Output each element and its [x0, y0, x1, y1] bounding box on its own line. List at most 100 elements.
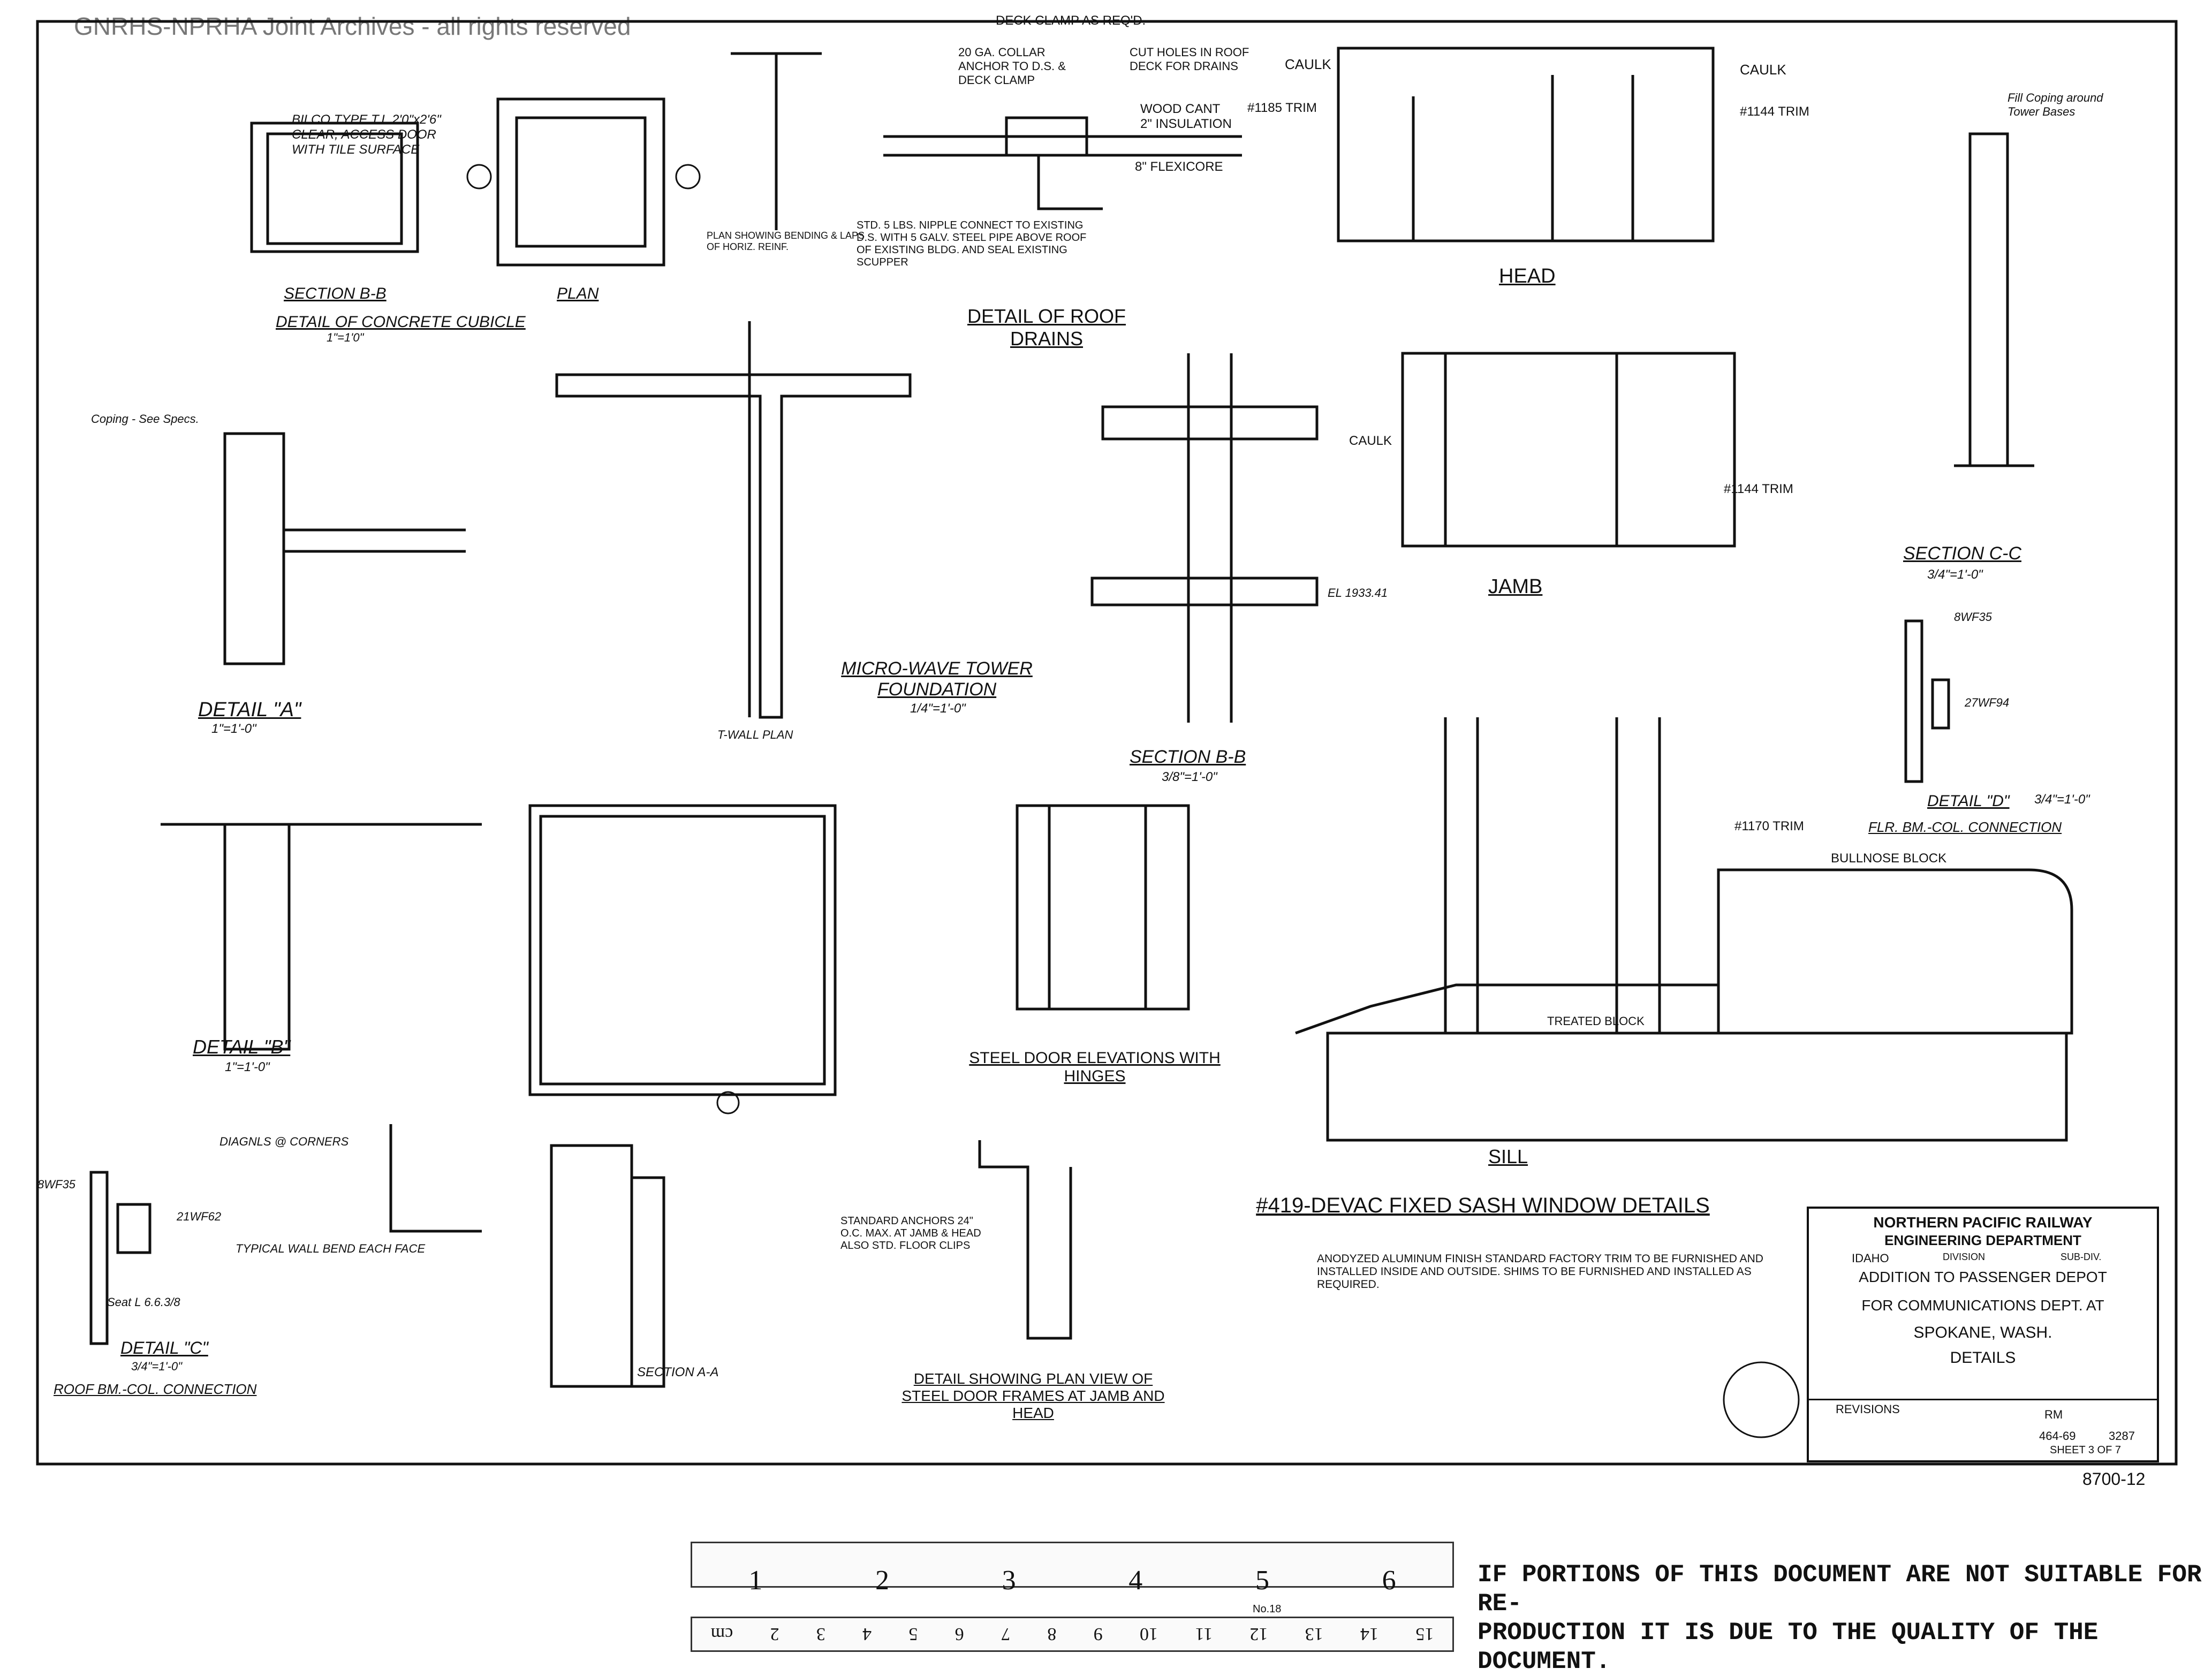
section-marker-b-right — [675, 164, 701, 189]
revisions-label: REVISIONS — [1836, 1402, 1900, 1416]
detail-b-label: DETAIL "B" — [193, 1036, 291, 1058]
cubicle-plan-inner — [515, 116, 647, 248]
title-block: NORTHERN PACIFIC RAILWAY ENGINEERING DEP… — [1807, 1207, 2159, 1462]
trim-1144-jamb-label: #1144 TRIM — [1724, 482, 1793, 496]
microwave-scale: 1/4"=1'-0" — [910, 701, 966, 716]
notice-line-2: PRODUCTION IT IS DUE TO THE QUALITY OF T… — [1478, 1619, 2099, 1675]
roof-drains-title: DETAIL OF ROOF DRAINS — [967, 305, 1126, 350]
cut-holes-label: CUT HOLES IN ROOF DECK FOR DRAINS — [1130, 45, 1249, 73]
caulk-jamb-label: CAULK — [1349, 434, 1392, 448]
wood-cant-label: WOOD CANT — [1140, 102, 1221, 116]
detail-d-scale: 3/4"=1'-0" — [2034, 792, 2090, 807]
notice-line-1: IF PORTIONS OF THIS DOCUMENT ARE NOT SUI… — [1478, 1561, 2202, 1618]
steel-door-elevations-title: STEEL DOOR ELEVATIONS WITH HINGES — [969, 1049, 1221, 1085]
microwave-title: MICRO-WAVE TOWER FOUNDATION — [841, 658, 1033, 700]
door-frames-title: DETAIL SHOWING PLAN VIEW OF STEEL DOOR F… — [902, 1370, 1165, 1421]
seat-label: Seat L 6.6.3/8 — [107, 1295, 180, 1309]
standard-anchors-note: STANDARD ANCHORS 24" O.C. MAX. AT JAMB &… — [840, 1215, 981, 1252]
title-line-2: FOR COMMUNICATIONS DEPT. AT — [1861, 1297, 2104, 1314]
bilco-note: BILCO TYPE T.I. 2'0"x2'6" CLEAR, ACCESS … — [292, 112, 441, 157]
engineer-seal — [1723, 1361, 1800, 1438]
insulation-label: 2" INSULATION — [1140, 117, 1232, 131]
treated-block-label: TREATED BLOCK — [1547, 1014, 1645, 1028]
section-marker-b-left — [466, 164, 492, 189]
cubicle-plan-outer — [496, 97, 665, 267]
section-aa-label: SECTION A-A — [637, 1365, 719, 1379]
section-bb-mid-scale: 3/8"=1'-0" — [1162, 770, 1217, 784]
sheet-value: SHEET 3 OF 7 — [2050, 1444, 2122, 1456]
diag-corners-label: DIAGNLS @ CORNERS — [219, 1135, 349, 1148]
cubicle-section-inner — [266, 132, 403, 245]
company-name: NORTHERN PACIFIC RAILWAY — [1873, 1214, 2093, 1231]
division-label: DIVISION — [1943, 1252, 1986, 1262]
devac-note: ANODYZED ALUMINUM FINISH STANDARD FACTOR… — [1317, 1253, 1763, 1291]
title-line-3: SPOKANE, WASH. — [1913, 1324, 2052, 1341]
wf35-c-label: 8WF35 — [37, 1178, 75, 1191]
wf94-label: 27WF94 — [1965, 696, 2010, 709]
caulk-label-2: CAULK — [1740, 62, 1786, 78]
head-label: HEAD — [1499, 265, 1556, 287]
archive-watermark: GNRHS-NPRHA Joint Archives - all rights … — [74, 12, 631, 40]
cubicle-section-outline — [250, 122, 419, 253]
trim-1170-label: #1170 TRIM — [1734, 819, 1804, 833]
job-no-value: 3287 — [2109, 1429, 2135, 1443]
devac-title: #419-DEVAC FIXED SASH WINDOW DETAILS — [1256, 1194, 1710, 1217]
reproduction-notice: IF PORTIONS OF THIS DOCUMENT ARE NOT SUI… — [1478, 1560, 2212, 1676]
drawing-number: 8700-12 — [2082, 1469, 2146, 1489]
section-bb-upper-label: SECTION B-B — [284, 285, 387, 302]
coping-note: Coping - See Specs. — [91, 412, 199, 426]
el-note: EL 1933.41 — [1328, 586, 1388, 600]
title-line-1: ADDITION TO PASSENGER DEPOT — [1859, 1269, 2107, 1285]
bullnose-label: BULLNOSE BLOCK — [1831, 851, 1947, 866]
fill-coping-note: Fill Coping around Tower Bases — [2008, 91, 2103, 118]
opening-outer — [528, 804, 837, 1096]
head-frame — [1337, 47, 1715, 242]
nipple-note: STD. 5 LBS. NIPPLE CONNECT TO EXISTING D… — [857, 219, 1087, 268]
detail-c-label: DETAIL "C" — [120, 1338, 208, 1358]
wf35-label: 8WF35 — [1954, 610, 1992, 624]
opening-inner — [539, 815, 826, 1086]
dept-name: ENGINEERING DEPARTMENT — [1884, 1232, 2081, 1248]
detail-a-scale: 1"=1'-0" — [211, 722, 256, 736]
flr-bm-label: FLR. BM.-COL. CONNECTION — [1868, 819, 2062, 835]
dr-value: RM — [2044, 1408, 2063, 1421]
jamb-label: JAMB — [1488, 575, 1543, 598]
division-value: IDAHO — [1852, 1252, 1889, 1265]
detail-b-scale: 1"=1'-0" — [225, 1060, 270, 1074]
detail-d-label: DETAIL "D" — [1927, 792, 2010, 810]
cubicle-title: DETAIL OF CONCRETE CUBICLE — [276, 313, 526, 331]
flexicore-label: 8" FLEXICORE — [1135, 160, 1223, 174]
section-cc-label: SECTION C-C — [1903, 543, 2021, 564]
plan-label: PLAN — [557, 285, 599, 302]
section-cc-scale: 3/4"=1'-0" — [1927, 567, 1983, 582]
ruler-maker: No.18 — [1253, 1603, 1282, 1615]
trim-1144-label: #1144 TRIM — [1740, 104, 1809, 119]
section-bb-mid-label: SECTION B-B — [1130, 747, 1246, 767]
typical-wall-label: TYPICAL WALL BEND EACH FACE — [236, 1242, 426, 1255]
subdiv-label: SUB-DIV. — [2061, 1252, 2102, 1262]
wf62-label: 21WF62 — [177, 1210, 222, 1223]
title-line-4: DETAILS — [1950, 1349, 2016, 1367]
sheet-border — [36, 20, 2178, 1466]
sill-block — [1326, 1032, 2068, 1142]
cubicle-scale: 1"=1'0" — [327, 331, 364, 344]
section-marker-a — [716, 1091, 740, 1114]
collar-anchor-label: 20 GA. COLLAR ANCHOR TO D.S. & DECK CLAM… — [958, 45, 1066, 87]
plan-bending-note: PLAN SHOWING BENDING & LAPS OF HORIZ. RE… — [707, 230, 865, 252]
deck-clamp-label: DECK CLAMP AS REQ'D. — [996, 13, 1146, 28]
caulk-label-1: CAULK — [1285, 56, 1331, 72]
sill-label: SILL — [1488, 1146, 1528, 1167]
detail-c-scale: 3/4"=1'-0" — [131, 1360, 183, 1373]
bullnose-block — [1717, 868, 2073, 1035]
roof-bm-label: ROOF BM.-COL. CONNECTION — [54, 1381, 257, 1397]
t-wall-plan-label: T-WALL PLAN — [717, 728, 793, 741]
afe-no-value: 464-69 — [2039, 1429, 2076, 1443]
trim-1185-label: #1185 TRIM — [1247, 101, 1317, 115]
detail-a-label: DETAIL "A" — [198, 699, 301, 721]
